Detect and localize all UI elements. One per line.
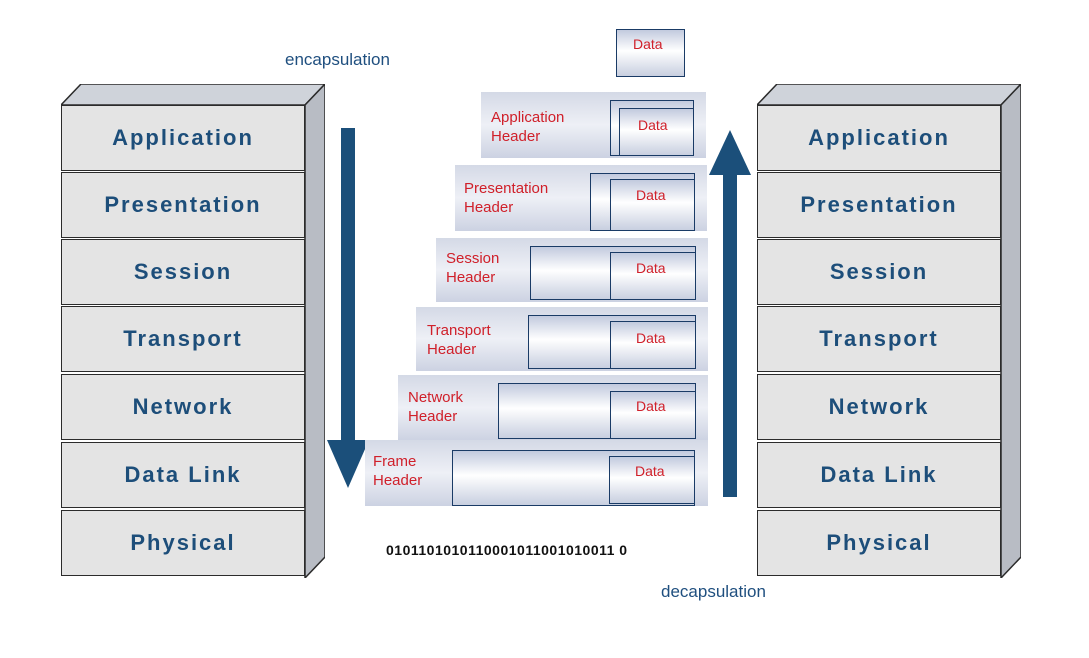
- right-layer-session: Session: [757, 239, 1001, 305]
- packet-network-data-label: Data: [636, 398, 666, 414]
- right-layer-physical: Physical: [757, 510, 1001, 576]
- bitstream-text: 0101101010110001011001010011 0: [386, 542, 628, 558]
- decapsulation-up-arrow: [709, 130, 751, 497]
- left-layer-physical: Physical: [61, 510, 305, 576]
- left-layer-transport: Transport: [61, 306, 305, 372]
- right-layer-presentation: Presentation: [757, 172, 1001, 238]
- left-layer-network: Network: [61, 374, 305, 440]
- packet-network: Network Header Data: [398, 375, 708, 441]
- encapsulation-down-arrow: [327, 128, 369, 488]
- left-layer-application: Application: [61, 105, 305, 171]
- packet-presentation-header-label: Presentation Header: [464, 180, 549, 216]
- encapsulation-caption: encapsulation: [285, 50, 390, 69]
- right-osi-stack: Application Presentation Session Transpo…: [757, 84, 1021, 578]
- packet-frame-data-box: [609, 456, 695, 504]
- packet-network-data-box: [610, 391, 696, 439]
- top-data-box: Data: [616, 29, 685, 77]
- packet-application-data-box: [619, 108, 694, 156]
- packet-frame-header-label: Frame Header: [373, 453, 423, 489]
- packet-presentation: Presentation Header Data: [455, 165, 707, 231]
- right-layer-data-link: Data Link: [757, 442, 1001, 508]
- packet-frame-data-label: Data: [635, 463, 665, 479]
- right-layer-transport: Transport: [757, 306, 1001, 372]
- right-layer-network: Network: [757, 374, 1001, 440]
- left-osi-stack: Application Presentation Session Transpo…: [61, 84, 325, 578]
- decapsulation-caption: decapsulation: [661, 582, 766, 601]
- packet-session: Session Header Data: [436, 238, 708, 302]
- packet-presentation-data-label: Data: [636, 187, 666, 203]
- packet-transport-data-box: [610, 321, 696, 369]
- packet-session-data-label: Data: [636, 260, 666, 276]
- packet-application: Application Header Data: [481, 92, 706, 158]
- packet-session-header-label: Session Header: [446, 250, 500, 286]
- packet-session-data-box: [610, 252, 696, 300]
- left-layer-session: Session: [61, 239, 305, 305]
- left-layer-presentation: Presentation: [61, 172, 305, 238]
- left-layer-data-link: Data Link: [61, 442, 305, 508]
- packet-transport-header-label: Transport Header: [427, 322, 491, 358]
- packet-presentation-data-box: [610, 179, 695, 231]
- packet-frame: Frame Header Data: [365, 440, 708, 506]
- top-data-label: Data: [633, 36, 663, 52]
- packet-application-header-label: Application Header: [491, 109, 565, 145]
- right-stack-3d-frame: [757, 84, 1021, 578]
- packet-transport: Transport Header Data: [416, 307, 708, 371]
- packet-network-header-label: Network Header: [408, 389, 464, 425]
- right-layer-application: Application: [757, 105, 1001, 171]
- packet-application-data-label: Data: [638, 117, 668, 133]
- packet-transport-data-label: Data: [636, 330, 666, 346]
